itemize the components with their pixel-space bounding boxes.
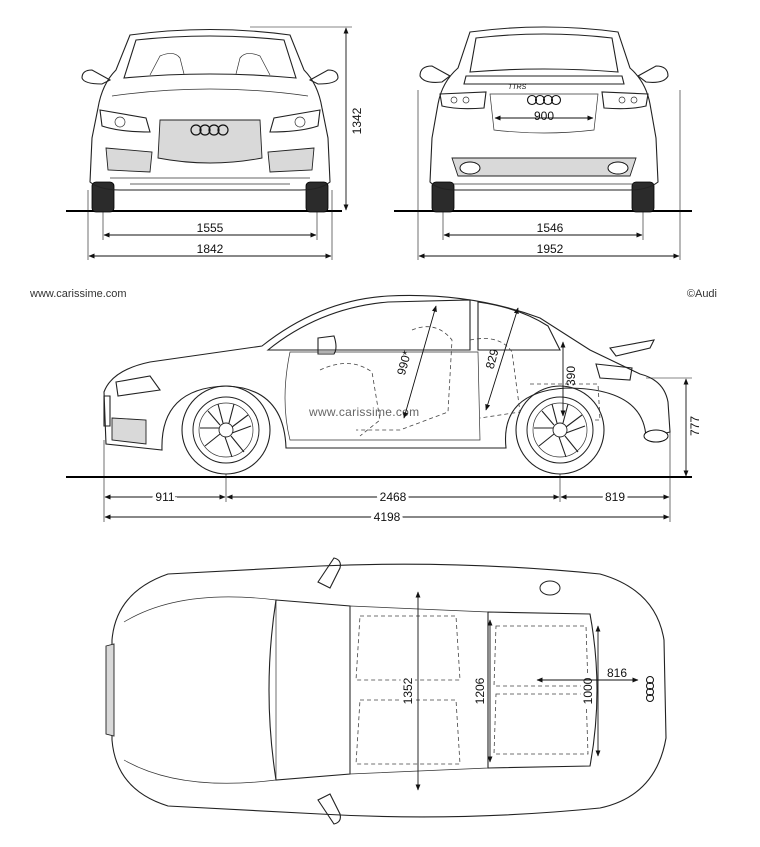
rear-quarter-window: [477, 301, 561, 351]
front-grille: [157, 119, 263, 164]
rear-diffuser: [451, 157, 637, 177]
top-grille: [105, 643, 115, 737]
center-watermark: www.carissime.com: [308, 405, 419, 419]
audi-rings-rear: [526, 94, 562, 106]
audi-rings-top: [646, 676, 654, 702]
top-body-outline: [111, 563, 667, 818]
rear-shoulder-label: 1206: [473, 677, 487, 704]
copyright-label: ©Audi: [687, 288, 717, 300]
side-front-intake: [111, 417, 147, 445]
top-view: 1352 1206 1000 816: [105, 557, 667, 825]
front-shoulder-label: 1352: [401, 677, 415, 704]
front-wheel: [192, 396, 260, 464]
left-mirror: [81, 69, 112, 85]
rear-overhang-label: 819: [605, 490, 625, 504]
front-view: 1342 1555 1842: [66, 26, 364, 260]
length-label: 4198: [374, 510, 401, 524]
side-window: [266, 299, 471, 351]
right-exhaust: [607, 161, 629, 175]
front-left-tyre: [91, 181, 115, 213]
side-taillight: [595, 363, 633, 381]
right-headlight: [269, 109, 321, 133]
wheelbase-label: 2468: [380, 490, 407, 504]
trunk-length-label: 816: [607, 666, 627, 680]
left-headlight: [99, 109, 151, 133]
side-mirror: [317, 335, 337, 355]
door-line: [284, 351, 481, 441]
top-right-mirror: [317, 793, 341, 825]
left-exhaust: [459, 161, 481, 175]
side-headlight: [115, 375, 161, 397]
rear-model-badge: TTRS: [508, 84, 527, 91]
left-taillight: [439, 91, 487, 110]
front-seats: [149, 53, 271, 76]
front-headroom-value: 990*: [394, 349, 414, 377]
site-watermark: www.carissime.com: [29, 288, 127, 300]
rear-body-outline: [429, 26, 659, 191]
trunk-width-top-label: 1000: [581, 677, 595, 704]
top-windshield: [268, 599, 351, 781]
rear-headroom-value: 829: [483, 347, 502, 370]
top-roof: [349, 605, 489, 775]
rear-view: TTRS 900 1546 1952: [394, 26, 692, 260]
rear-track-label: 1546: [537, 221, 564, 235]
audi-rings-front: [190, 124, 229, 136]
trunk-height-value: 390: [564, 366, 578, 386]
front-right-tyre: [305, 181, 329, 213]
front-height-label: 1342: [350, 107, 364, 134]
side-spoiler: [609, 339, 655, 357]
rear-spoiler: [463, 75, 625, 85]
rear-width-label: 1952: [537, 242, 564, 256]
rear-window: [469, 33, 619, 73]
front-body-outline: [89, 28, 331, 191]
windshield: [123, 35, 297, 79]
loading-sill-value: 777: [688, 416, 702, 436]
fuel-cap: [539, 580, 561, 596]
trunk-lid: [489, 93, 599, 134]
top-left-mirror: [317, 557, 341, 589]
rear-trunk-width-label: 900: [534, 109, 554, 123]
rear-wheel: [526, 396, 594, 464]
right-taillight: [601, 91, 649, 110]
front-width-label: 1842: [197, 242, 224, 256]
right-mirror: [308, 69, 339, 85]
front-overhang-label: 911: [155, 490, 174, 504]
side-view: www.carissime.com 990* 829 390 777 911 2…: [66, 294, 702, 527]
front-track-label: 1555: [197, 221, 224, 235]
